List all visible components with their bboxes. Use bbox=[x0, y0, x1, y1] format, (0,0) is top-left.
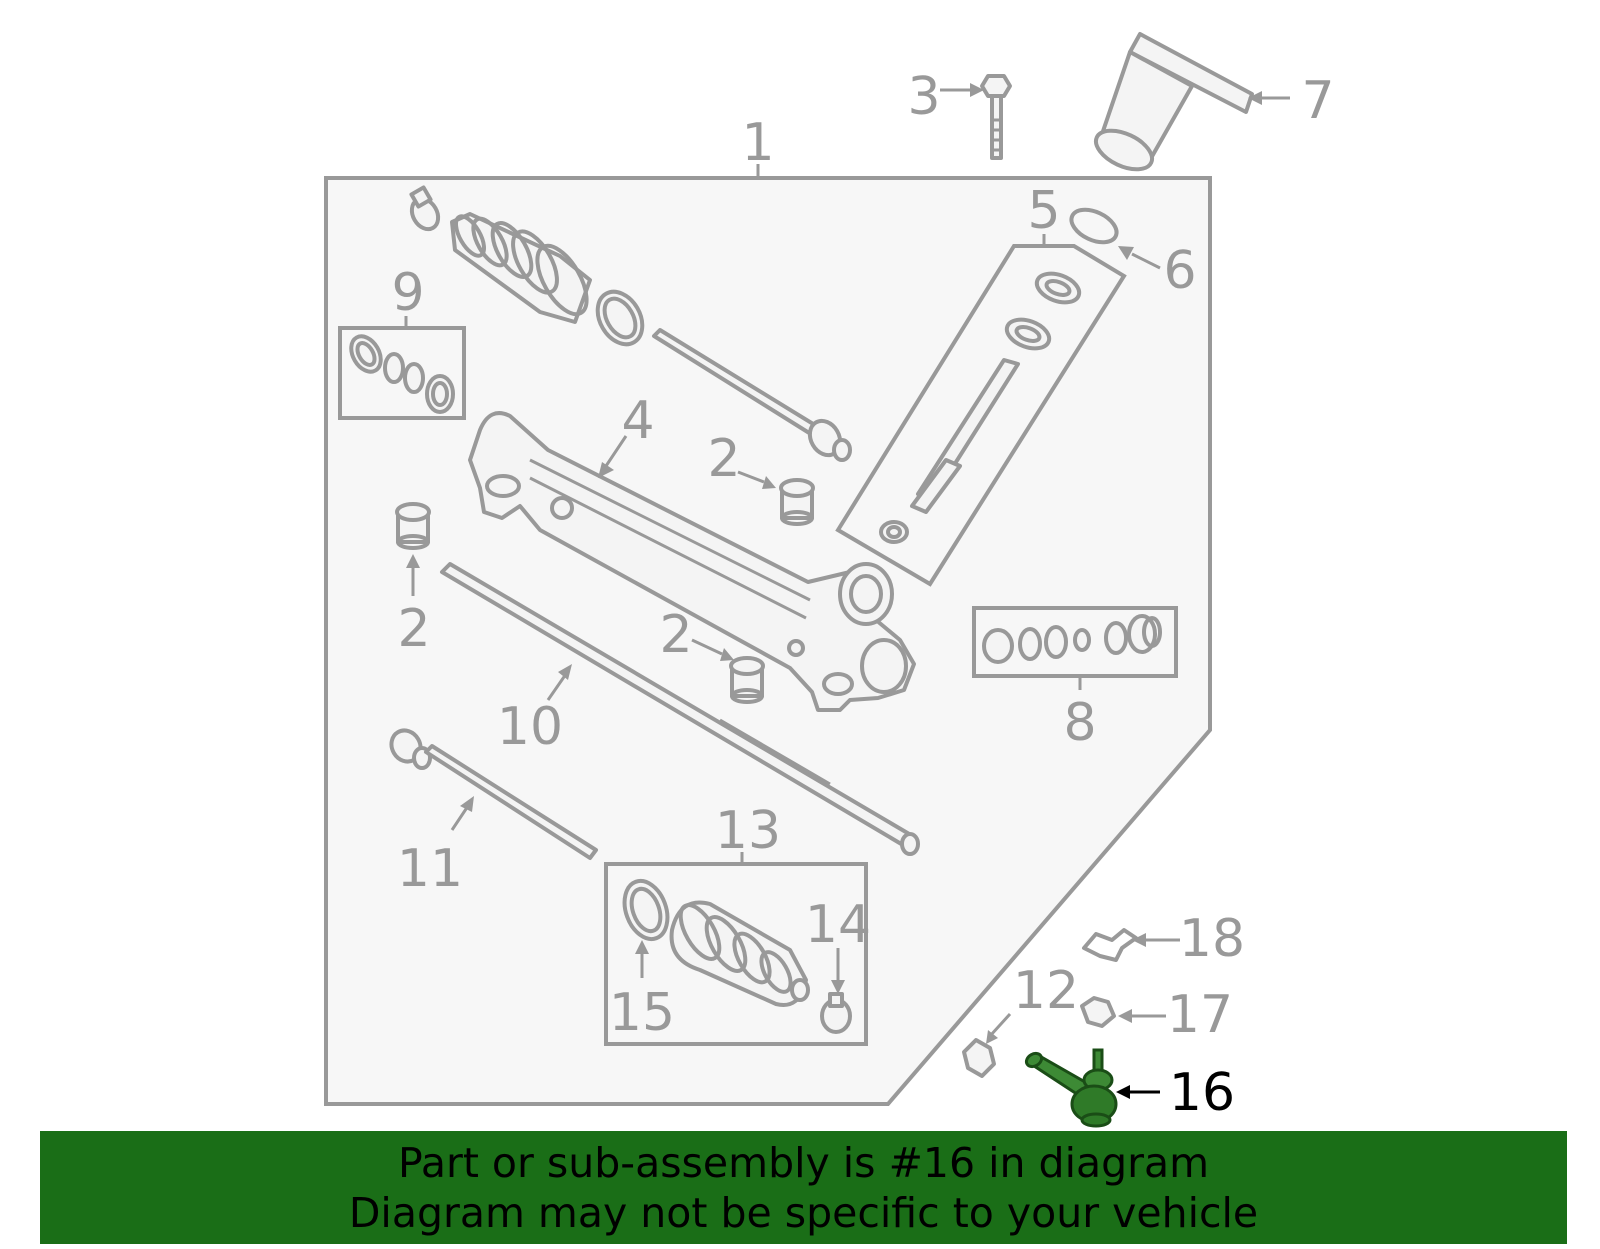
part-3-bolt bbox=[980, 74, 1012, 160]
part-10-rack-bar bbox=[440, 562, 920, 856]
callout-5: 5 bbox=[1027, 181, 1060, 241]
callout-12: 12 bbox=[1013, 961, 1079, 1021]
inner-tie-rod-top bbox=[652, 328, 852, 462]
part-11-inner-tie-rod bbox=[389, 728, 598, 860]
callout-6: 6 bbox=[1163, 241, 1196, 301]
part-2-bushing-left bbox=[395, 502, 431, 550]
part-9-seal-kit bbox=[349, 334, 455, 414]
part-15-ring bbox=[622, 878, 670, 942]
callout-2-upper: 2 bbox=[707, 429, 740, 489]
callout-3: 3 bbox=[907, 67, 940, 127]
callout-10: 10 bbox=[497, 697, 563, 757]
part-info-banner: Part or sub-assembly is #16 in diagram D… bbox=[40, 1131, 1567, 1244]
part-6-o-ring bbox=[1069, 207, 1119, 245]
callout-9: 9 bbox=[391, 263, 424, 323]
part-17-nut bbox=[1080, 996, 1116, 1028]
callout-8: 8 bbox=[1063, 693, 1096, 753]
part-2-bushing-upper bbox=[779, 478, 815, 526]
part-16-tie-rod-end bbox=[1024, 1048, 1118, 1128]
callout-18: 18 bbox=[1179, 909, 1245, 969]
ring-seal-top bbox=[595, 289, 645, 347]
callout-11: 11 bbox=[397, 839, 463, 899]
banner-line-part-number: Part or sub-assembly is #16 in diagram bbox=[397, 1138, 1210, 1187]
part-4-rack-housing bbox=[468, 411, 916, 712]
callout-1: 1 bbox=[741, 113, 774, 173]
callout-2-left: 2 bbox=[397, 599, 430, 659]
part-13-bellows-boot bbox=[669, 900, 810, 1007]
callout-4: 4 bbox=[621, 391, 654, 451]
callout-14: 14 bbox=[805, 895, 871, 955]
part-5-pinion bbox=[879, 271, 1082, 544]
callout-15: 15 bbox=[609, 983, 675, 1043]
callout-2-lower: 2 bbox=[659, 605, 692, 665]
part-8-seal-kit bbox=[982, 614, 1162, 664]
callout-7: 7 bbox=[1301, 71, 1334, 131]
bellows-boot-top bbox=[450, 212, 592, 324]
boot-clamp-top bbox=[409, 185, 441, 232]
callout-17: 17 bbox=[1167, 985, 1233, 1045]
part-18-clip bbox=[1082, 928, 1138, 962]
part-2-bushing-lower bbox=[729, 656, 765, 704]
banner-line-disclaimer: Diagram may not be specific to your vehi… bbox=[348, 1188, 1259, 1237]
part-12-nut bbox=[962, 1038, 996, 1078]
callout-13: 13 bbox=[715, 801, 781, 861]
part-14-clamp bbox=[820, 992, 852, 1034]
callout-16-highlighted: 16 bbox=[1169, 1063, 1235, 1123]
part-7-housing bbox=[1093, 32, 1254, 172]
